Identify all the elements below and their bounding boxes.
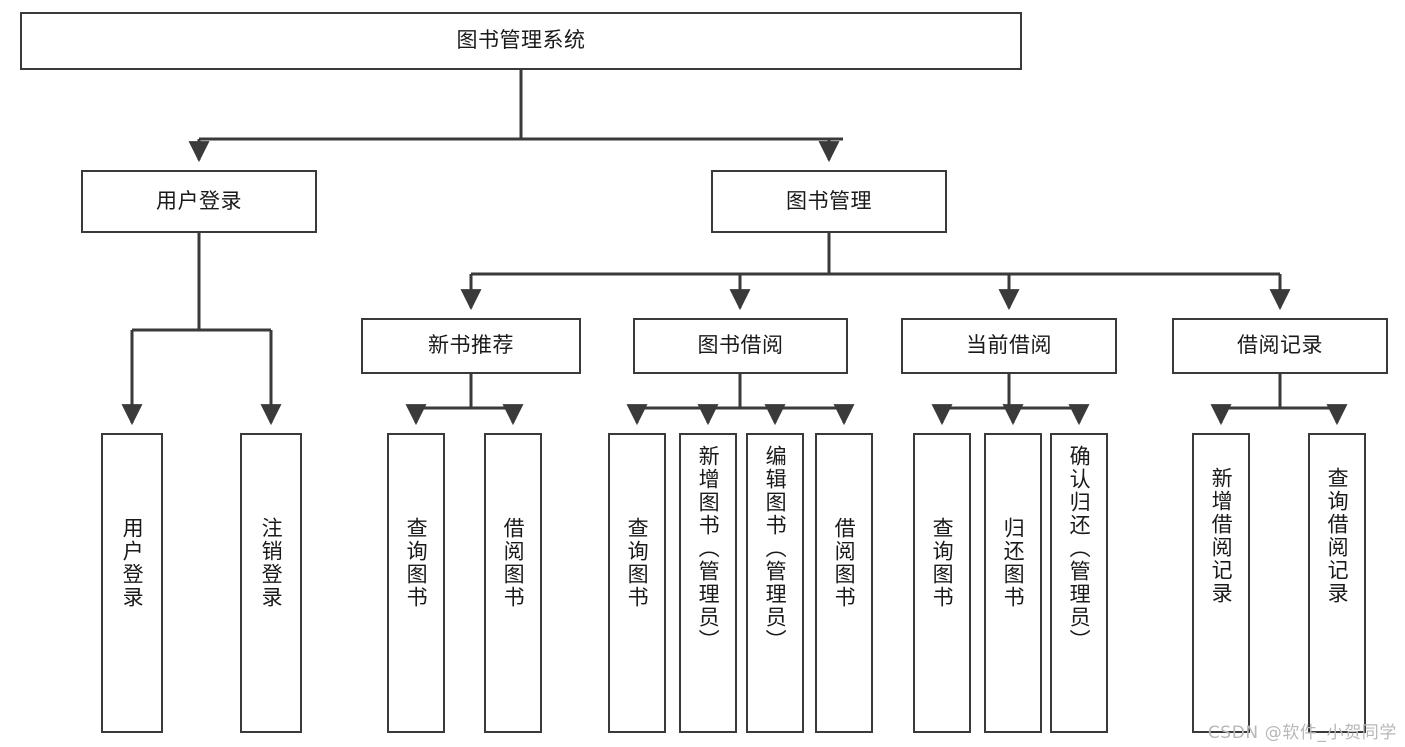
node-leaf-logout[interactable]: 注销登录 (240, 433, 302, 733)
node-leaf-borrow-book[interactable]: 借阅图书 (815, 433, 873, 733)
node-root-label: 图书管理系统 (456, 28, 586, 53)
node-leaf-confirm-return-admin-label: 确认归还（管理员） (1067, 445, 1092, 652)
node-borrow-record-label: 借阅记录 (1237, 333, 1323, 358)
node-leaf-add-borrow-record-label: 新增借阅记录 (1209, 467, 1234, 605)
node-leaf-return-book-label: 归还图书 (1001, 517, 1026, 609)
node-user-login[interactable]: 用户登录 (81, 170, 317, 233)
node-leaf-edit-book-admin[interactable]: 编辑图书（管理员） (746, 433, 804, 733)
node-leaf-query-book-current-label: 查询图书 (930, 517, 955, 609)
node-leaf-add-book-admin-label: 新增图书（管理员） (696, 445, 721, 652)
node-leaf-borrow-book-recommend-label: 借阅图书 (501, 517, 526, 609)
node-leaf-query-borrow-record-label: 查询借阅记录 (1325, 467, 1350, 605)
node-leaf-add-borrow-record[interactable]: 新增借阅记录 (1192, 433, 1250, 733)
node-leaf-borrow-book-label: 借阅图书 (832, 517, 857, 609)
node-book-borrow-label: 图书借阅 (697, 333, 784, 358)
node-current-borrow[interactable]: 当前借阅 (901, 318, 1117, 374)
node-root[interactable]: 图书管理系统 (20, 12, 1022, 70)
node-leaf-user-login[interactable]: 用户登录 (101, 433, 163, 733)
node-leaf-return-book[interactable]: 归还图书 (984, 433, 1042, 733)
node-new-book-recommend[interactable]: 新书推荐 (361, 318, 581, 374)
watermark-text: CSDN @软件_小贺同学 (1207, 723, 1397, 743)
node-leaf-query-book-current[interactable]: 查询图书 (913, 433, 971, 733)
node-book-borrow[interactable]: 图书借阅 (633, 318, 848, 374)
node-leaf-query-book-borrow-label: 查询图书 (625, 517, 650, 609)
node-leaf-logout-label: 注销登录 (259, 517, 284, 609)
node-borrow-record[interactable]: 借阅记录 (1172, 318, 1388, 374)
node-leaf-confirm-return-admin[interactable]: 确认归还（管理员） (1050, 433, 1108, 733)
node-new-book-recommend-label: 新书推荐 (428, 333, 514, 358)
node-leaf-borrow-book-recommend[interactable]: 借阅图书 (484, 433, 542, 733)
node-book-manage-label: 图书管理 (786, 188, 872, 213)
node-book-manage[interactable]: 图书管理 (711, 170, 947, 233)
node-leaf-add-book-admin[interactable]: 新增图书（管理员） (679, 433, 737, 733)
node-leaf-query-book-recommend-label: 查询图书 (404, 517, 429, 609)
node-leaf-query-borrow-record[interactable]: 查询借阅记录 (1308, 433, 1366, 733)
node-leaf-query-book-borrow[interactable]: 查询图书 (608, 433, 666, 733)
node-leaf-edit-book-admin-label: 编辑图书（管理员） (763, 445, 788, 652)
node-current-borrow-label: 当前借阅 (966, 333, 1052, 358)
node-leaf-query-book-recommend[interactable]: 查询图书 (387, 433, 445, 733)
node-leaf-user-login-label: 用户登录 (120, 517, 145, 609)
node-user-login-label: 用户登录 (156, 188, 242, 213)
